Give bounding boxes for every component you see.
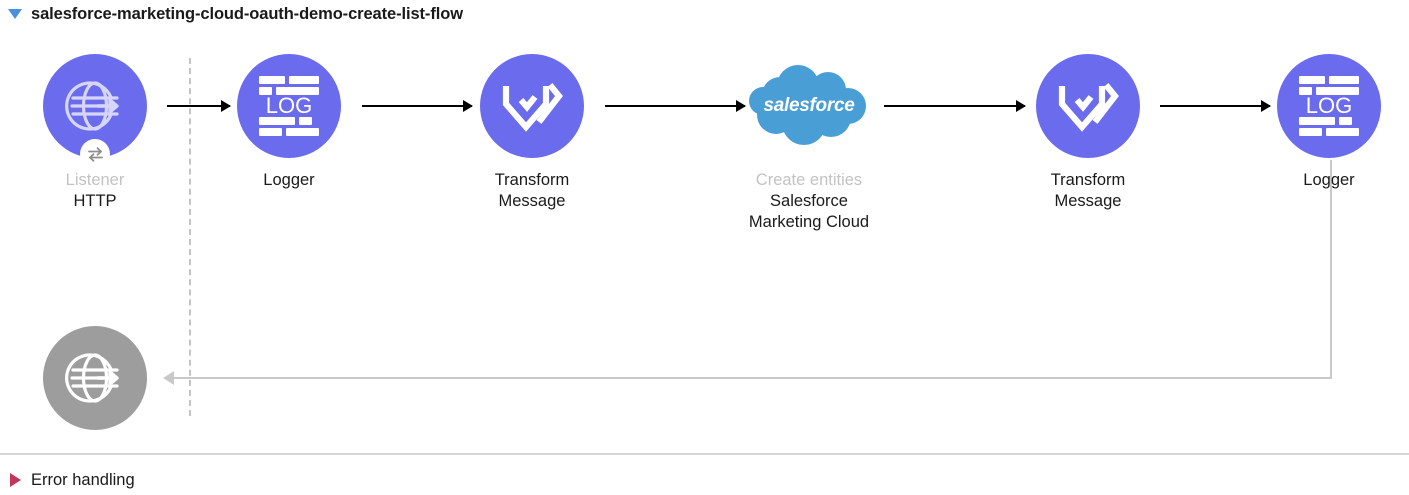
node-circle[interactable]	[43, 54, 147, 169]
node-sublabel: Create entities	[755, 171, 863, 189]
node-logger-2[interactable]: LOG Logger	[1239, 54, 1409, 191]
exchange-arrows-icon	[87, 146, 103, 162]
node-label-line2: Message	[1054, 191, 1122, 210]
node-salesforce-marketing-cloud[interactable]: salesforce Create entities Salesforce Ma…	[719, 54, 899, 232]
node-shape[interactable]	[442, 54, 622, 158]
node-shape[interactable]: LOG	[1239, 54, 1409, 158]
node-circle[interactable]: LOG	[1277, 54, 1381, 158]
node-label-line2: Message	[498, 191, 566, 210]
flow-title: salesforce-marketing-cloud-oauth-demo-cr…	[31, 4, 463, 23]
connector-line	[605, 105, 745, 107]
node-circle[interactable]	[43, 326, 147, 430]
node-shape[interactable]	[5, 326, 185, 430]
salesforce-cloud-icon	[749, 65, 866, 145]
node-shape[interactable]: LOG	[199, 54, 379, 158]
salesforce-cloud-shape[interactable]: salesforce	[746, 65, 872, 147]
node-label-line1: Transform	[494, 171, 570, 189]
node-flow-response[interactable]	[5, 326, 185, 430]
connector-line	[167, 105, 230, 107]
dataweave-transform-icon	[1058, 83, 1119, 132]
exchange-arrows-badge	[80, 139, 110, 169]
globe-arrow-icon	[65, 353, 119, 403]
node-sublabel: Listener	[65, 171, 125, 189]
node-shape[interactable]	[998, 54, 1178, 158]
log-icon: LOG	[259, 76, 319, 136]
dataweave-transform-icon	[502, 83, 563, 132]
node-labels: Create entities Salesforce Marketing Clo…	[719, 170, 899, 232]
return-path-vertical-line	[1330, 160, 1332, 378]
arrow-head-icon	[463, 100, 473, 112]
source-separator-dashed-line	[189, 58, 191, 416]
node-labels: Listener HTTP	[5, 170, 185, 212]
footer-divider	[0, 453, 1409, 455]
triangle-down-icon[interactable]	[8, 9, 22, 19]
node-transform-message-2[interactable]: Transform Message	[998, 54, 1178, 212]
node-shape[interactable]	[5, 54, 185, 169]
connector-arrow-3	[605, 100, 746, 112]
error-handling-label: Error handling	[31, 470, 135, 489]
node-label-line1: Transform	[1050, 171, 1126, 189]
node-label-line2: Marketing Cloud	[748, 212, 870, 231]
node-logger-1[interactable]: LOG Logger	[199, 54, 379, 191]
arrow-head-icon	[221, 100, 231, 112]
connector-line	[362, 105, 472, 107]
node-label-line1: Salesforce	[770, 191, 848, 210]
arrow-head-icon	[1261, 100, 1271, 112]
connector-arrow-1	[167, 100, 231, 112]
node-labels: Transform Message	[442, 170, 622, 212]
return-path-horizontal-line	[171, 377, 1332, 379]
svg-text:LOG: LOG	[266, 93, 312, 118]
error-handling-section-header[interactable]: Error handling	[10, 468, 135, 492]
connector-arrow-2	[362, 100, 473, 112]
node-label: Logger	[1303, 171, 1355, 189]
svg-text:LOG: LOG	[1306, 93, 1352, 118]
flow-header[interactable]: salesforce-marketing-cloud-oauth-demo-cr…	[8, 2, 463, 26]
node-label: Logger	[263, 171, 315, 189]
triangle-right-icon[interactable]	[10, 473, 21, 487]
arrow-head-icon	[736, 100, 746, 112]
arrow-head-icon	[1016, 100, 1026, 112]
node-labels: Logger	[1239, 170, 1409, 191]
node-http-listener[interactable]: Listener HTTP	[5, 54, 185, 212]
node-shape[interactable]: salesforce	[719, 54, 899, 158]
globe-arrow-icon	[65, 81, 119, 131]
connector-line	[884, 105, 1025, 107]
node-transform-message-1[interactable]: Transform Message	[442, 54, 622, 212]
connector-arrow-5	[1160, 100, 1271, 112]
connector-arrow-4	[884, 100, 1026, 112]
node-labels: Transform Message	[998, 170, 1178, 212]
return-path-arrow-head-icon	[163, 371, 174, 385]
connector-line	[1160, 105, 1270, 107]
node-circle[interactable]	[1036, 54, 1140, 158]
log-icon: LOG	[1299, 76, 1359, 136]
node-label: HTTP	[73, 191, 117, 210]
node-circle[interactable]	[480, 54, 584, 158]
node-circle[interactable]: LOG	[237, 54, 341, 158]
node-labels: Logger	[199, 170, 379, 191]
